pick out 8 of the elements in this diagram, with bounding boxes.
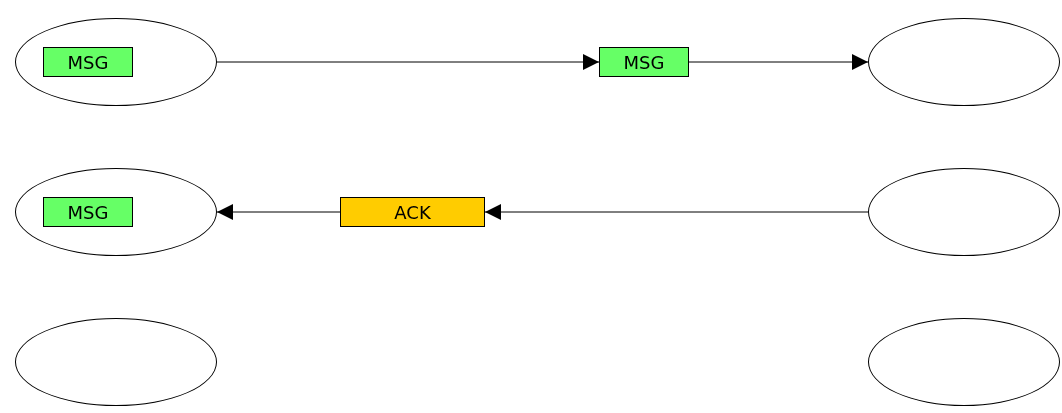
message-box: MSG [43, 197, 133, 227]
arrow [216, 204, 341, 220]
message-box: MSG [43, 47, 133, 77]
message-box: MSG [599, 47, 689, 77]
arrow [484, 204, 869, 220]
ack-box: ACK [340, 197, 485, 227]
arrow [688, 54, 869, 70]
arrow [216, 54, 600, 70]
